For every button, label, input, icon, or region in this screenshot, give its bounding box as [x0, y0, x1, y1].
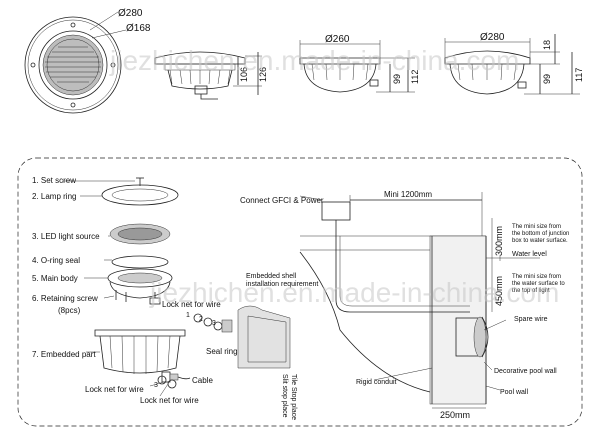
side-view-3: [444, 34, 580, 95]
installation-section: [237, 192, 540, 409]
label-water-level: Water level: [512, 251, 547, 258]
label-rigid-conduit: Rigid conduit: [356, 379, 397, 386]
label-seal-ring: Seal ring: [206, 347, 238, 356]
note-2-line-2: the water surface to: [512, 281, 565, 287]
assembly-frame: [17, 157, 583, 427]
dim-18: 18: [542, 40, 552, 50]
dim-117: 117: [574, 68, 584, 82]
note-1-line-3: box to water surface.: [512, 238, 568, 244]
note-1-line-1: The mini size from: [512, 224, 561, 230]
label-cable: Cable: [192, 376, 213, 385]
dim-112: 112: [410, 70, 420, 84]
part-retaining-screw: 6. Retaining screw: [32, 294, 98, 303]
watermark-top: jiezhichen.en.made-in-china.com: [109, 45, 519, 76]
dim-99-a: 99: [392, 74, 402, 84]
dim-mini-1200mm: Mini 1200mm: [384, 190, 432, 199]
label-decorative-pool-wall: Decorative pool wall: [494, 368, 557, 375]
part-led-light-source: 3. LED light source: [32, 232, 100, 241]
label-installation-requirement: installation requirement: [246, 281, 318, 288]
side-view-2: [299, 40, 415, 93]
callout-1: 1: [186, 312, 190, 319]
dim-450mm: 450mm: [494, 276, 504, 306]
label-lock-net-for-wire-2: Lock net for wire: [85, 385, 144, 394]
label-spare-wire: Spare wire: [514, 316, 548, 323]
note-2-line-1: The mini size from: [512, 274, 561, 280]
label-pool-wall: Pool wall: [500, 389, 528, 396]
dim-126: 126: [258, 67, 268, 82]
callout-3-b: 3: [154, 382, 158, 389]
dim-250mm: 250mm: [440, 410, 470, 420]
label-connect-gfci-power: Connect GFCI & Power: [240, 196, 324, 205]
label-embedded-shell: Embedded shell: [246, 273, 297, 280]
dim-diameter-260: Ø260: [325, 34, 350, 45]
part-main-body: 5. Main body: [32, 274, 78, 283]
label-tile-stop-place: Tile Stop place: [290, 374, 297, 420]
part-lamp-ring: 2. Lamp ring: [32, 192, 76, 201]
exploded-assembly: [62, 177, 233, 397]
watermark-bottom: jiezhichen.en.made-in-china.com: [149, 277, 559, 308]
side-view-1: [154, 51, 262, 100]
part-retaining-screw-qty: (8pcs): [58, 306, 81, 315]
part-embedded-part: 7. Embedded part: [32, 350, 96, 359]
dim-diameter-280: Ø280: [118, 8, 143, 19]
label-lock-net-for-wire-3: Lock net for wire: [140, 396, 199, 405]
label-slit-stop-place: Slit stop place: [281, 374, 288, 418]
dim-300mm: 300mm: [494, 226, 504, 256]
callout-3: 3: [212, 320, 216, 327]
dim-diameter-168: Ø168: [126, 23, 151, 34]
part-o-ring-seal: 4. O-ring seal: [32, 256, 80, 265]
callout-2: 2: [199, 316, 203, 323]
note-2-line-3: the top of light: [512, 288, 550, 294]
dim-106: 106: [239, 67, 249, 82]
front-view: [24, 11, 127, 114]
dim-99-b: 99: [542, 74, 552, 84]
label-lock-net-for-wire-1: Lock net for wire: [162, 300, 221, 309]
note-1-line-2: the bottom of junction: [512, 231, 569, 237]
dim-diameter-280-b: Ø280: [480, 32, 505, 43]
part-set-screw: 1. Set screw: [32, 176, 76, 185]
